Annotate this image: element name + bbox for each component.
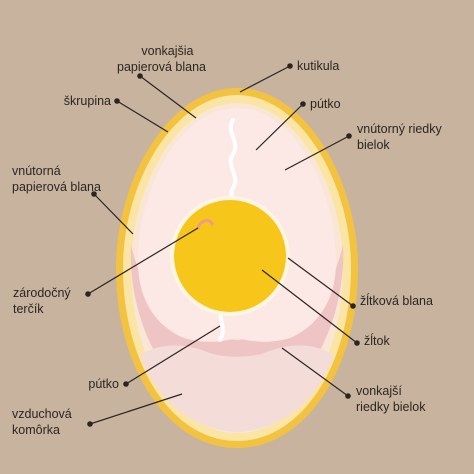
label-yolk: žĺtok: [364, 333, 390, 348]
label-outer-membrane-line1: vonkajšia: [141, 44, 193, 58]
dot-chalaza-top: [300, 101, 306, 107]
label-air-cell-line1: vzduchová: [12, 407, 72, 421]
dot-shell: [114, 98, 120, 104]
leader-thin-inner-white: [284, 135, 350, 171]
label-air-cell-line2: komôrka: [12, 423, 60, 437]
label-thin-outer-white-line2: riedky bielok: [356, 400, 426, 414]
label-thin-inner-white: vnútorný riedky bielok: [357, 122, 445, 152]
leader-yolk: [261, 269, 358, 344]
label-inner-membrane-line1: vnútorná: [12, 164, 61, 178]
label-cuticle-line1: kutikula: [297, 59, 339, 73]
label-cuticle: kutikula: [297, 59, 339, 73]
air-cell-shape: [140, 345, 334, 432]
germinal-disc: [196, 219, 214, 230]
label-inner-membrane: vnútorná papierová blana: [12, 164, 101, 194]
leader-vitelline-membrane: [287, 257, 354, 307]
leader-thin-outer-white: [281, 347, 349, 397]
label-vitelline-membrane-line1: žĺtková blana: [360, 293, 433, 308]
label-air-cell: vzduchová komôrka: [12, 407, 75, 437]
yolk: [174, 200, 286, 312]
label-thin-inner-white-line2: bielok: [357, 138, 390, 152]
dot-yolk: [354, 340, 360, 346]
dot-germinal-disc: [85, 291, 91, 297]
label-thin-outer-white: vonkajší riedky bielok: [356, 384, 426, 414]
leader-air-cell: [89, 393, 183, 425]
leader-outer-membrane: [139, 75, 197, 119]
dot-inner-membrane: [91, 191, 97, 197]
dot-chalaza-bottom: [123, 381, 129, 387]
label-germinal-disc-line1: zárodočný: [13, 286, 71, 300]
leader-cuticle: [239, 65, 291, 93]
label-chalaza-bottom-line1: pútko: [88, 377, 119, 391]
leader-shell: [116, 100, 169, 133]
dot-cuticle: [287, 63, 293, 69]
leader-germinal-disc: [87, 227, 199, 295]
label-thin-inner-white-line1: vnútorný riedky: [357, 122, 443, 136]
label-shell-line1: škrupina: [64, 94, 111, 108]
label-germinal-disc: zárodočný terčík: [13, 286, 74, 316]
label-thin-outer-white-line1: vonkajší: [356, 384, 402, 398]
leader-chalaza-top: [255, 103, 304, 151]
dot-thin-inner-white: [346, 133, 352, 139]
dot-vitelline-membrane: [350, 303, 356, 309]
label-shell: škrupina: [64, 94, 111, 108]
label-yolk-line1: žĺtok: [364, 333, 390, 348]
label-outer-membrane: vonkajšia papierová blana: [117, 44, 206, 74]
label-germinal-disc-line2: terčík: [13, 302, 44, 316]
leader-chalaza-bottom: [125, 325, 221, 385]
dot-thin-outer-white: [345, 393, 351, 399]
label-inner-membrane-line2: papierová blana: [12, 180, 101, 194]
dot-air-cell: [87, 421, 93, 427]
label-outer-membrane-line2: papierová blana: [117, 60, 206, 74]
label-chalaza-top-line1: pútko: [310, 97, 341, 111]
leader-inner-membrane: [93, 193, 134, 235]
dot-outer-membrane: [137, 73, 143, 79]
label-vitelline-membrane: žĺtková blana: [360, 293, 433, 308]
label-chalaza-top: pútko: [310, 97, 341, 111]
label-chalaza-bottom: pútko: [88, 377, 119, 391]
